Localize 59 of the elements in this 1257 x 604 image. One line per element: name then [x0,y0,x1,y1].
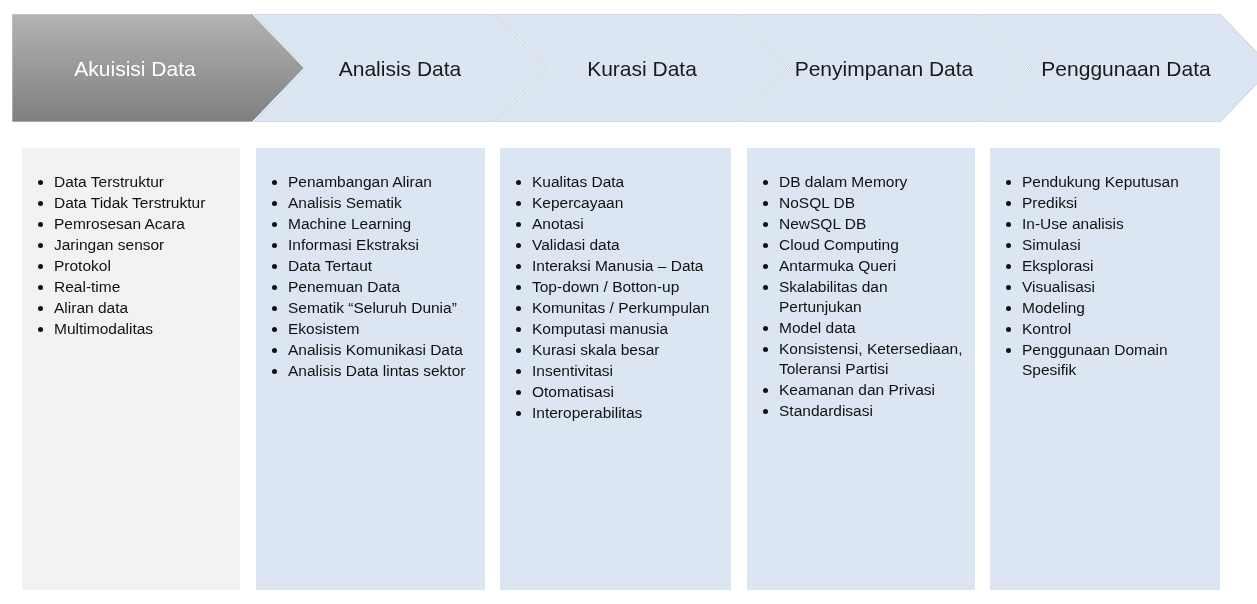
bullet-item: DB dalam Memory [761,172,967,192]
bullet-item: Interaksi Manusia – Data [514,256,723,276]
bullet-item: Skalabilitas dan Pertunjukan [761,277,967,317]
bullet-item: Keamanan dan Privasi [761,380,967,400]
bullet-item: Komunitas / Perkumpulan [514,298,723,318]
bullet-item: In-Use analisis [1004,214,1212,234]
bullet-item: Analisis Komunikasi Data [270,340,477,360]
bullet-item: Informasi Ekstraksi [270,235,477,255]
bullet-item: Validasi data [514,235,723,255]
bullet-item: Anotasi [514,214,723,234]
bullet-item: Ekosistem [270,319,477,339]
list-panel [990,148,1220,590]
bullet-item: Antarmuka Queri [761,256,967,276]
bullet-item: Kepercayaan [514,193,723,213]
bullet-item: Penambangan Aliran [270,172,477,192]
bullet-item: Kontrol [1004,319,1212,339]
bullet-item: Visualisasi [1004,277,1212,297]
bullet-item: Cloud Computing [761,235,967,255]
bullet-item: Pendukung Keputusan [1004,172,1212,192]
bullet-item: Top-down / Botton-up [514,277,723,297]
bullet-item: NewSQL DB [761,214,967,234]
bullet-item: Analisis Data lintas sektor [270,361,477,381]
bullet-item: Kualitas Data [514,172,723,192]
bullet-item: Penggunaan Domain Spesifik [1004,340,1212,380]
bullet-item: Simulasi [1004,235,1212,255]
list-panel [22,148,240,590]
bullet-item: Protokol [36,256,232,276]
bullet-item: Data Terstruktur [36,172,232,192]
bullet-item: Analisis Sematik [270,193,477,213]
bullet-item: Insentivitasi [514,361,723,381]
bullet-item: Modeling [1004,298,1212,318]
bullet-item: Data Tidak Terstruktur [36,193,232,213]
bullet-item: Otomatisasi [514,382,723,402]
stage-title: Analisis Data [337,55,463,81]
bullet-item: Komputasi manusia [514,319,723,339]
bullet-item: Aliran data [36,298,232,318]
list-panel [747,148,975,590]
stage-title: Kurasi Data [586,55,698,81]
bullet-item: Kurasi skala besar [514,340,723,360]
bullet-item: Model data [761,318,967,338]
bullet-item: Prediksi [1004,193,1212,213]
stage-title: Penyimpanan Data [794,55,974,81]
bullet-item: Data Tertaut [270,256,477,276]
bullet-item: Jaringan sensor [36,235,232,255]
bullet-item: Penemuan Data [270,277,477,297]
list-panel [500,148,731,590]
bullet-item: Pemrosesan Acara [36,214,232,234]
bullet-item: Standardisasi [761,401,967,421]
bullet-item: NoSQL DB [761,193,967,213]
stage-title: Penggunaan Data [1040,55,1212,81]
bullet-item: Eksplorasi [1004,256,1212,276]
bullet-item: Sematik “Seluruh Dunia” [270,298,477,318]
list-panel [256,148,485,590]
bullet-item: Konsistensi, Ketersediaan, Toleransi Partisi [761,339,967,379]
stage-title: Akuisisi Data [73,55,197,81]
bullet-item: Multimodalitas [36,319,232,339]
bullet-item: Real-time [36,277,232,297]
bullet-item: Machine Learning [270,214,477,234]
bullet-item: Interoperabilitas [514,403,723,423]
